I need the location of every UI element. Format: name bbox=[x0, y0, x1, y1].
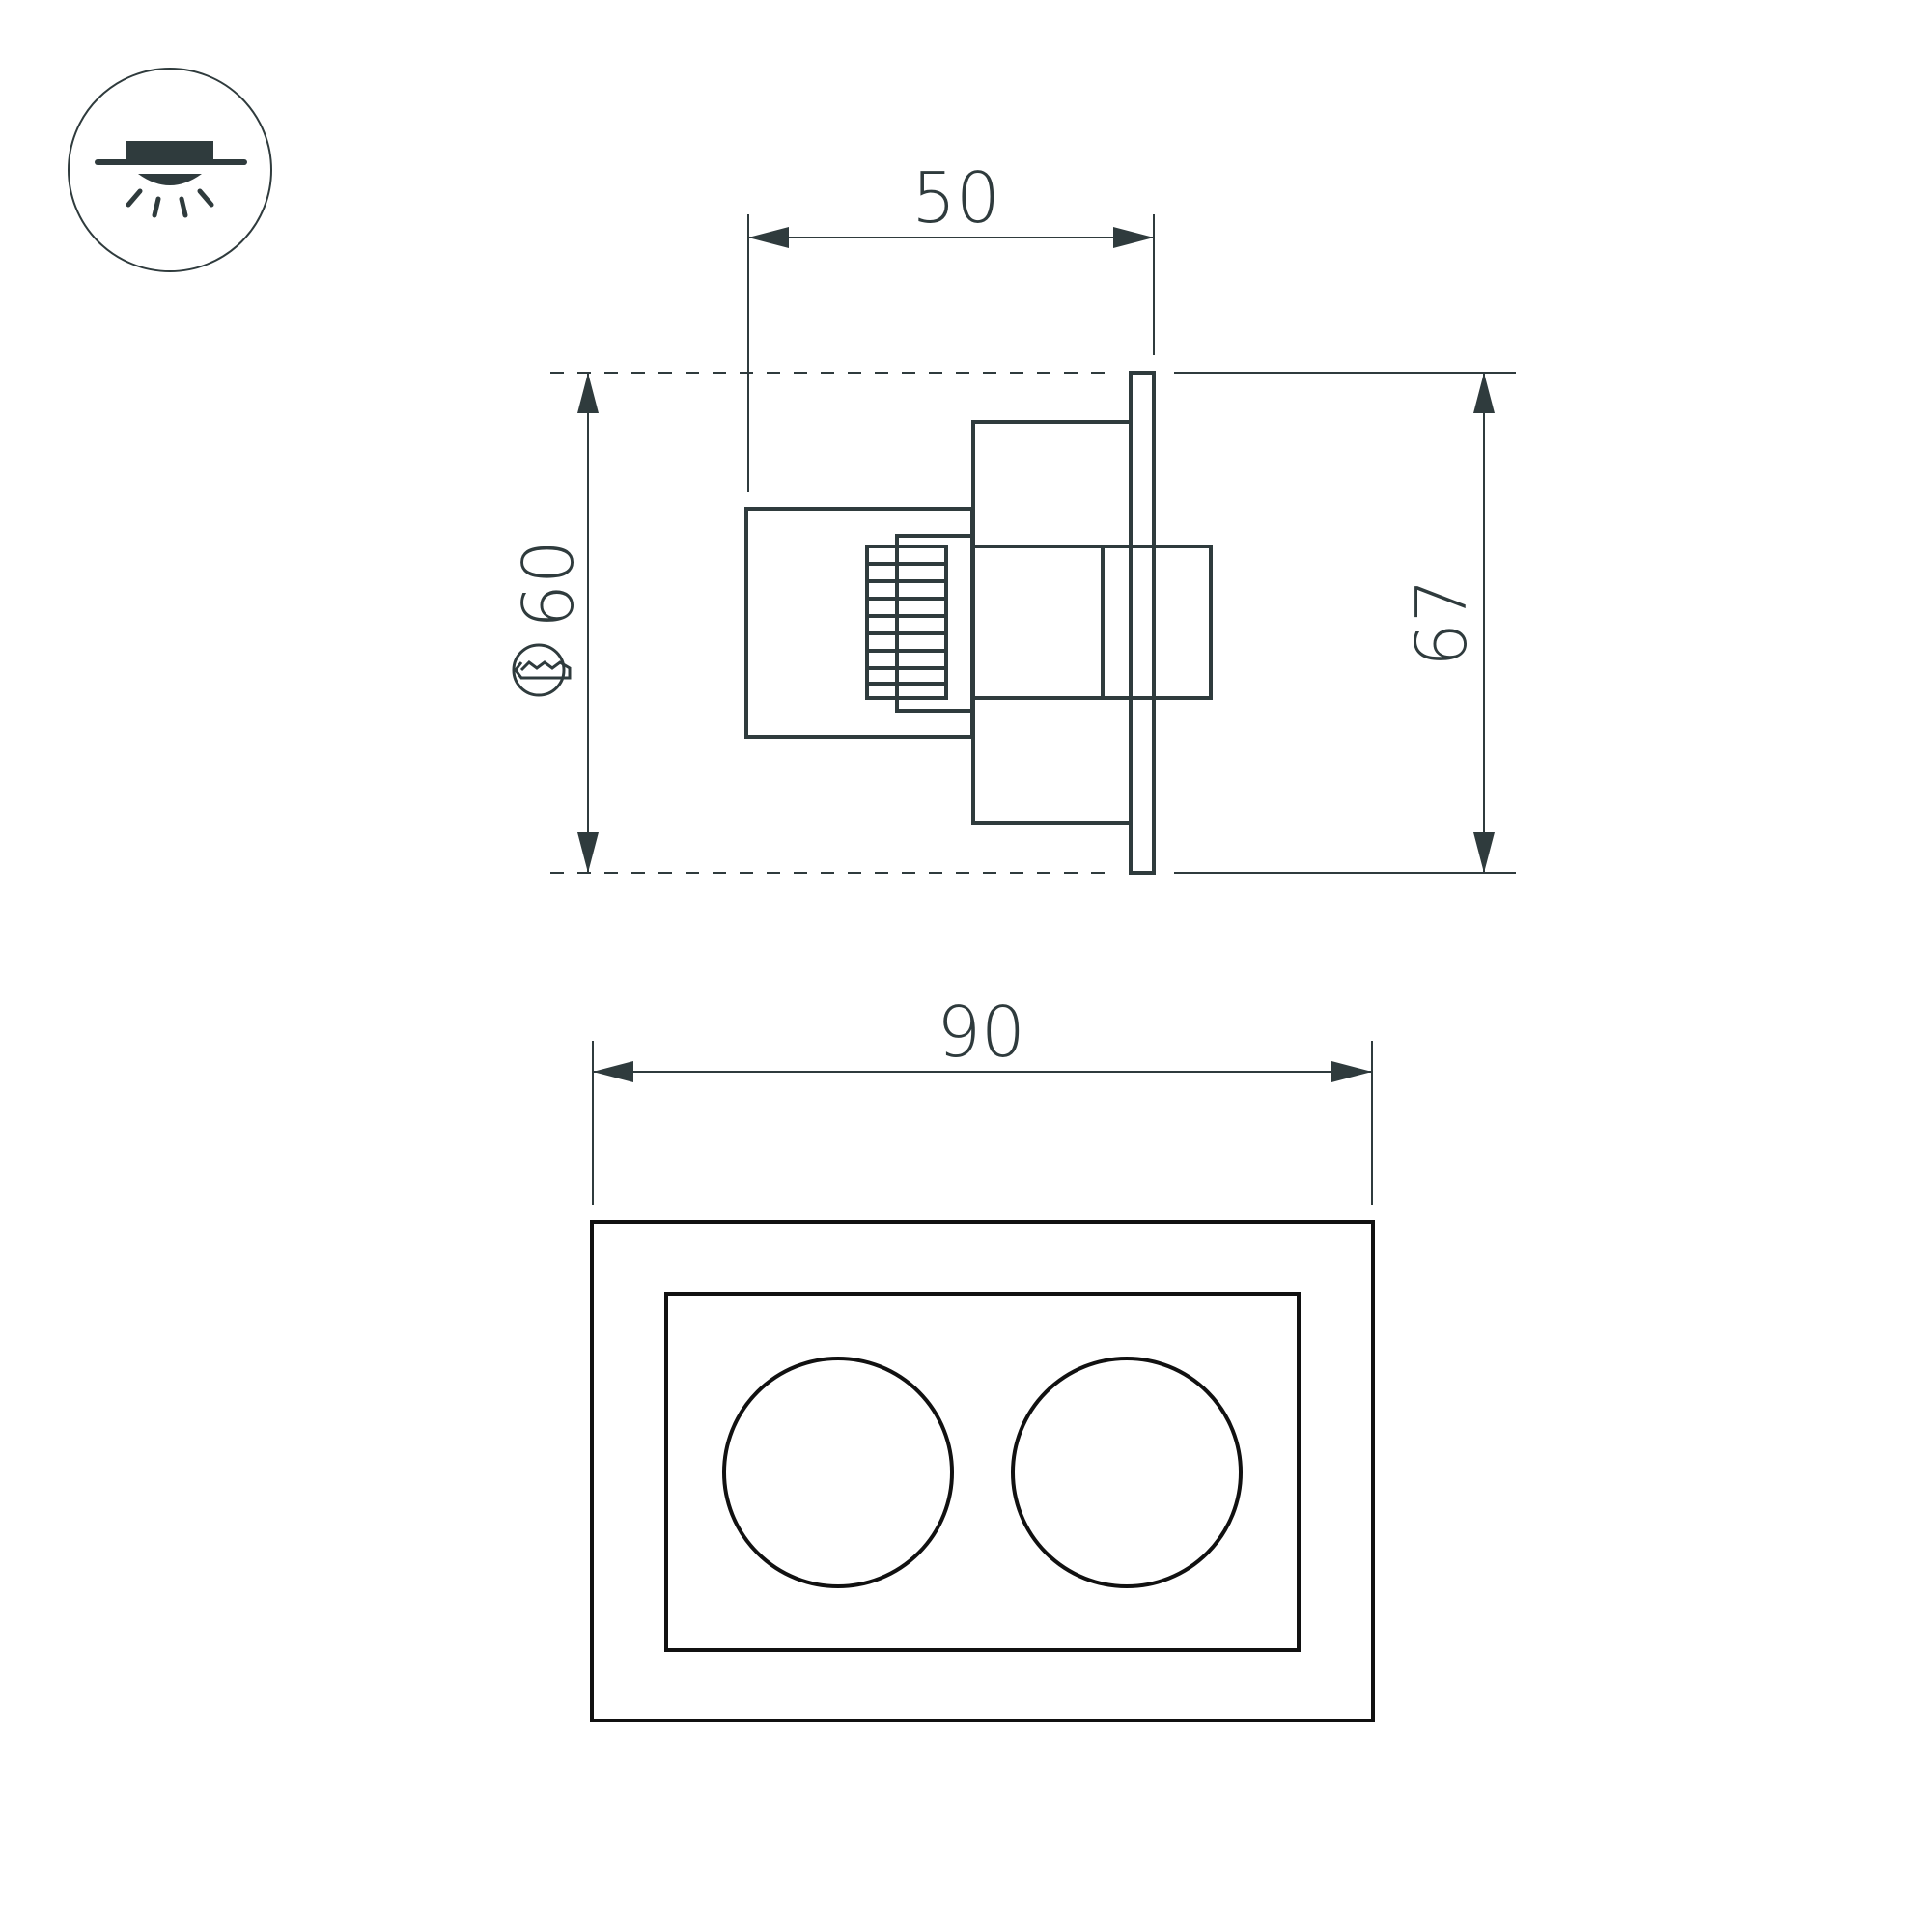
dimension-depth: 50 bbox=[747, 157, 1155, 492]
cutout-label: 60 bbox=[508, 540, 589, 629]
dimension-height: 67 bbox=[1174, 372, 1516, 874]
dimension-cutout: 60 bbox=[508, 372, 1106, 874]
cutout-diameter-icon bbox=[512, 643, 572, 697]
dimension-width: 90 bbox=[592, 992, 1373, 1205]
depth-label: 50 bbox=[911, 157, 1000, 238]
height-label: 67 bbox=[1401, 578, 1482, 667]
side-view bbox=[744, 371, 1213, 875]
front-view bbox=[590, 1220, 1375, 1722]
width-label: 90 bbox=[937, 992, 1025, 1073]
lens-left bbox=[722, 1357, 954, 1588]
lens-right bbox=[1011, 1357, 1243, 1588]
recessed-ceiling-mount-icon bbox=[68, 68, 272, 272]
